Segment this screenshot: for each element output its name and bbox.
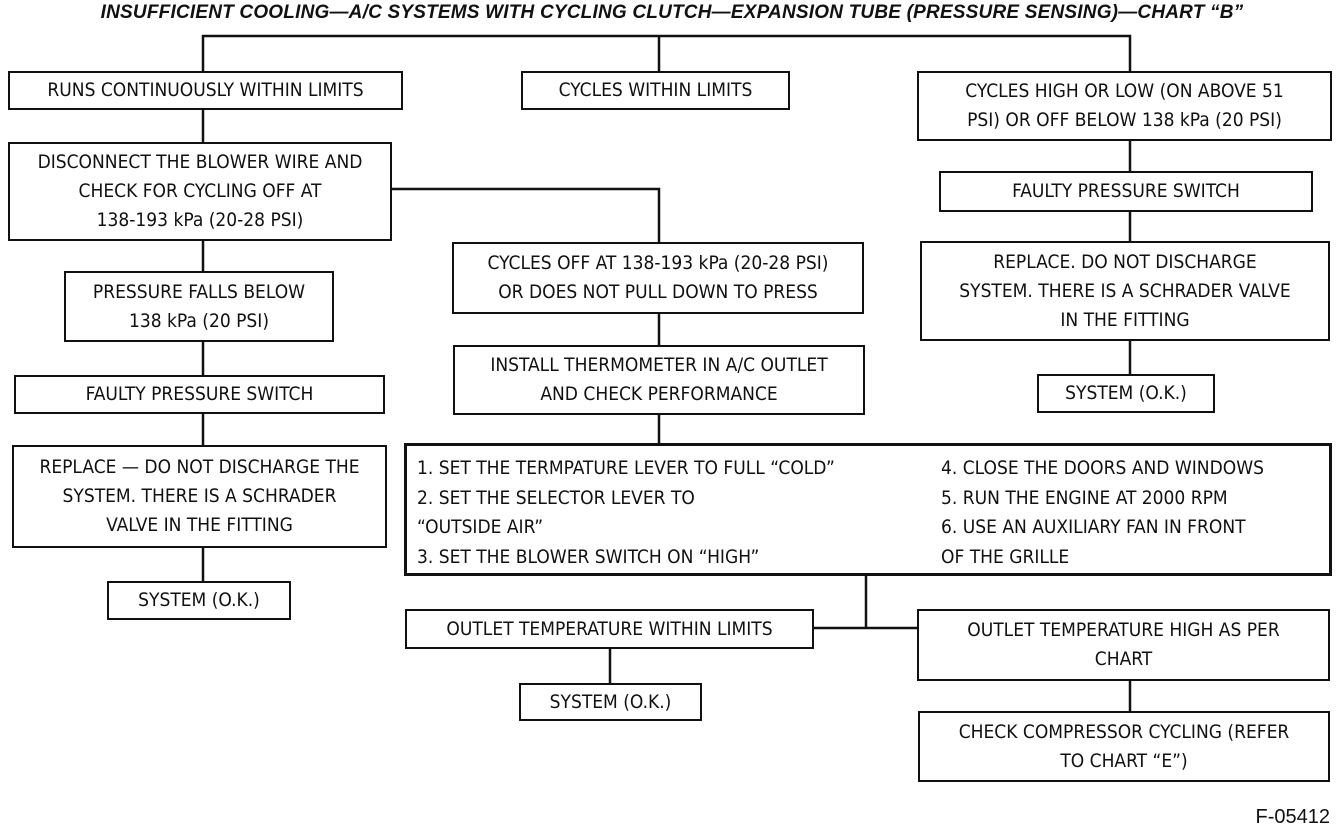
box-system-ok-right: SYSTEM (O.K.) <box>1037 374 1215 413</box>
box-cycles-high-low: CYCLES HIGH OR LOW (ON ABOVE 51 PSI) OR … <box>917 71 1332 141</box>
box-cycles-within: CYCLES WITHIN LIMITS <box>521 71 790 110</box>
box-test-conditions: 1. SET THE TERMPATURE LEVER TO FULL “COL… <box>404 443 1332 576</box>
box-replace-right-text: REPLACE. DO NOT DISCHARGE SYSTEM. THERE … <box>959 250 1291 331</box>
steps-right-column: 4. CLOSE THE DOORS AND WINDOWS 5. RUN TH… <box>941 454 1331 572</box>
box-pressure-falls-text: PRESSURE FALLS BELOW 138 kPa (20 PSI) <box>92 280 306 332</box>
chart-title: INSUFFICIENT COOLING—A/C SYSTEMS WITH CY… <box>100 2 1244 23</box>
box-runs-continuously: RUNS CONTINUOUSLY WITHIN LIMITS <box>8 71 403 110</box>
box-cycles-off-at-text: CYCLES OFF AT 138-193 kPa (20-28 PSI) OR… <box>487 252 829 303</box>
box-pressure-falls: PRESSURE FALLS BELOW 138 kPa (20 PSI) <box>64 271 334 342</box>
box-outlet-high: OUTLET TEMPERATURE HIGH AS PER CHART <box>917 609 1330 681</box>
step-6: 6. USE AN AUXILIARY FAN IN FRONT OF THE … <box>941 516 1246 568</box>
box-outlet-within-text: OUTLET TEMPERATURE WITHIN LIMITS <box>446 617 773 640</box>
box-replace-left: REPLACE — DO NOT DISCHARGE THE SYSTEM. T… <box>12 445 387 548</box>
connector-disconnect-to-cyclesoff <box>391 187 661 243</box>
step-4: 4. CLOSE THE DOORS AND WINDOWS <box>941 457 1264 479</box>
box-faulty-switch-left-text: FAULTY PRESSURE SWITCH <box>85 383 314 405</box>
box-replace-left-text: REPLACE — DO NOT DISCHARGE THE SYSTEM. T… <box>39 456 360 536</box>
box-system-ok-center: SYSTEM (O.K.) <box>519 683 702 721</box>
box-system-ok-center-text: SYSTEM (O.K.) <box>549 690 672 713</box>
box-faulty-switch-right: FAULTY PRESSURE SWITCH <box>939 171 1313 212</box>
figure-id: F-05412 <box>1255 806 1331 828</box>
box-faulty-switch-left: FAULTY PRESSURE SWITCH <box>14 375 385 414</box>
box-install-thermometer-text: INSTALL THERMOMETER IN A/C OUTLET AND CH… <box>490 354 828 405</box>
box-cycles-within-text: CYCLES WITHIN LIMITS <box>558 79 753 101</box>
box-system-ok-right-text: SYSTEM (O.K.) <box>1065 382 1187 404</box>
box-cycles-off-at: CYCLES OFF AT 138-193 kPa (20-28 PSI) OR… <box>452 242 864 314</box>
step-5: 5. RUN THE ENGINE AT 2000 RPM <box>941 486 1228 509</box>
box-faulty-switch-right-text: FAULTY PRESSURE SWITCH <box>1012 180 1240 202</box>
box-check-compressor-text: CHECK COMPRESSOR CYCLING (REFER TO CHART… <box>958 720 1290 772</box>
box-replace-right: REPLACE. DO NOT DISCHARGE SYSTEM. THERE … <box>920 241 1330 341</box>
box-outlet-within: OUTLET TEMPERATURE WITHIN LIMITS <box>405 609 814 649</box>
box-runs-continuously-text: RUNS CONTINUOUSLY WITHIN LIMITS <box>47 79 364 101</box>
box-disconnect-blower: DISCONNECT THE BLOWER WIRE AND CHECK FOR… <box>8 142 392 241</box>
box-check-compressor: CHECK COMPRESSOR CYCLING (REFER TO CHART… <box>918 711 1330 782</box>
step-1: 1. SET THE TERMPATURE LEVER TO FULL “COL… <box>417 457 835 479</box>
box-disconnect-blower-text: DISCONNECT THE BLOWER WIRE AND CHECK FOR… <box>37 151 363 231</box>
box-system-ok-left: SYSTEM (O.K.) <box>107 581 291 620</box>
steps-left-column: 1. SET THE TERMPATURE LEVER TO FULL “COL… <box>417 454 937 572</box>
box-outlet-high-text: OUTLET TEMPERATURE HIGH AS PER CHART <box>967 619 1280 670</box>
box-cycles-high-low-text: CYCLES HIGH OR LOW (ON ABOVE 51 PSI) OR … <box>965 80 1284 131</box>
box-system-ok-left-text: SYSTEM (O.K.) <box>138 589 260 611</box>
step-2: 2. SET THE SELECTOR LEVER TO “OUTSIDE AI… <box>417 486 695 539</box>
step-3: 3. SET THE BLOWER SWITCH ON “HIGH” <box>417 545 760 568</box>
box-install-thermometer: INSTALL THERMOMETER IN A/C OUTLET AND CH… <box>453 345 865 415</box>
connector-top-branch <box>201 34 1132 72</box>
